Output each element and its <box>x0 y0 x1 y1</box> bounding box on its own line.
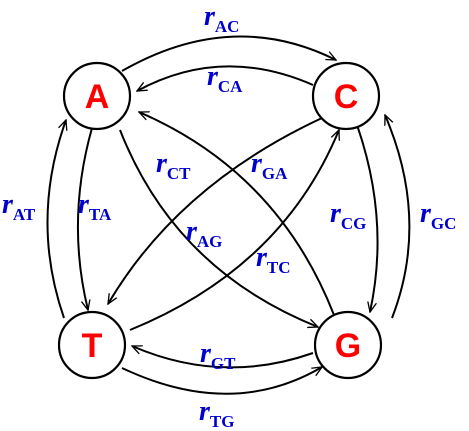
rate-label-ta: rTA <box>78 189 112 224</box>
edge-t-to-g <box>121 366 322 395</box>
node-c-label: C <box>334 78 359 116</box>
rate-label-tg: rTG <box>199 396 234 431</box>
rate-labels: rAC rCA rCT rGA rAT rTA rAG rTC <box>2 1 456 431</box>
node-g-circle <box>313 310 383 380</box>
node-t-circle <box>57 310 127 380</box>
node-a-label: A <box>85 78 110 116</box>
rate-label-ac: rAC <box>204 1 239 36</box>
rate-label-ag: rAG <box>186 216 222 251</box>
edge-g-to-t <box>132 345 314 369</box>
edge-t-to-c <box>129 130 339 331</box>
rate-label-ct: rCT <box>156 148 191 183</box>
rate-label-at: rAT <box>2 189 36 224</box>
node-t-label: T <box>82 327 103 365</box>
edge-g-to-c <box>384 115 411 319</box>
edge-c-to-t <box>107 117 323 304</box>
nodes: A C T G <box>57 61 383 380</box>
rate-label-ca: rCA <box>207 61 243 96</box>
edge-c-to-g <box>356 124 379 312</box>
edge-a-to-c <box>121 35 336 72</box>
rate-label-ga: rGA <box>251 148 288 183</box>
rate-label-cg: rCG <box>330 198 366 233</box>
edge-t-to-a <box>46 120 66 319</box>
edges <box>46 35 411 395</box>
node-a-circle <box>62 61 132 131</box>
edge-a-to-g <box>119 129 318 327</box>
edge-a-to-t <box>76 127 93 310</box>
node-c-circle <box>311 61 381 131</box>
node-g-label: G <box>335 327 361 365</box>
rate-label-gt: rGT <box>200 338 236 373</box>
rate-label-tc: rTC <box>256 242 291 277</box>
rate-label-gc: rGC <box>420 198 456 233</box>
edge-g-to-a <box>139 111 335 316</box>
edge-c-to-a <box>137 65 314 92</box>
